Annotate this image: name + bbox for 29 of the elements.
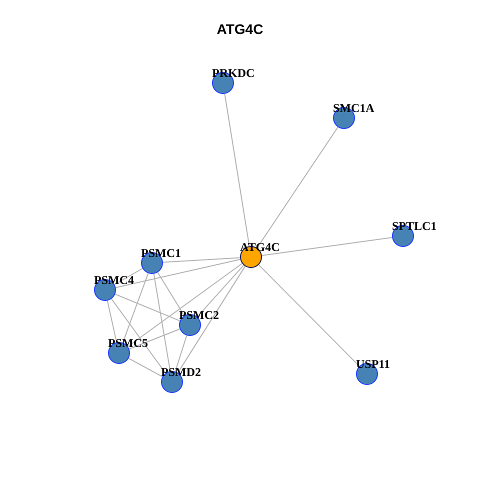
edge-line [128,328,180,350]
edge-line [114,268,143,285]
edge-line [261,237,393,256]
edge-line [258,264,360,367]
node-label: PRKDC [212,67,255,80]
edge-line [122,272,149,344]
edge-line [115,258,241,288]
node-label: PSMD2 [161,366,201,379]
node-label: PSMC2 [179,309,219,322]
edge-line [128,358,163,378]
node-label: USP11 [356,358,390,371]
node-label: PSMC1 [141,247,181,260]
node-label: ATG4C [240,241,280,254]
edge-line [127,263,243,347]
node-label: PSMC4 [94,274,134,287]
edge-line [196,264,244,318]
node-label: SPTLC1 [392,220,437,233]
edge-line [111,298,166,374]
chart-title: ATG4C [216,21,264,37]
edge-line [256,126,338,248]
edge-line [224,93,250,247]
edge-line [174,335,188,372]
edge-line [114,294,180,322]
node-label: SMC1A [333,102,374,115]
edge-line [162,257,240,263]
edge-line [157,272,185,316]
edge-line [177,266,246,374]
edge-line [106,300,118,343]
node-label: PSMC5 [108,337,148,350]
